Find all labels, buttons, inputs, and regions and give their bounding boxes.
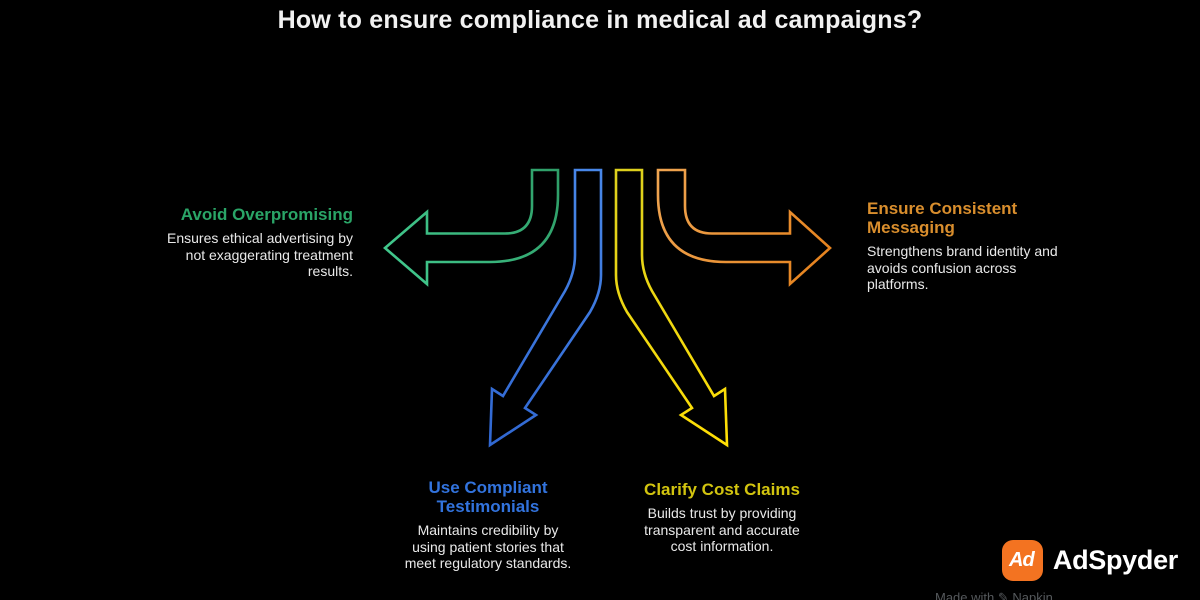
- arrow-left-green: [383, 168, 560, 287]
- arrow-down-right-yellow: [614, 168, 729, 448]
- page-title: How to ensure compliance in medical ad c…: [277, 6, 923, 34]
- arrow-right-orange: [656, 168, 832, 287]
- adspyder-icon-letters: Ad: [1009, 549, 1035, 571]
- item-ensure-consistent-messaging: Ensure Consistent Messaging Strengthens …: [867, 199, 1082, 293]
- item-clarify-cost-claims: Clarify Cost Claims Builds trust by prov…: [622, 480, 822, 555]
- item-heading: Clarify Cost Claims: [644, 480, 800, 499]
- adspyder-icon: Ad: [1001, 540, 1043, 581]
- item-body: Maintains credibility by using patient s…: [404, 522, 572, 571]
- item-body: Ensures ethical advertising by not exagg…: [167, 230, 353, 279]
- item-body: Builds trust by providing transparent an…: [644, 505, 800, 554]
- adspyder-wordmark: AdSpyder: [1052, 545, 1178, 575]
- adspyder-logo: Ad AdSpyder: [1001, 540, 1178, 581]
- item-body: Strengthens brand identity and avoids co…: [867, 243, 1058, 292]
- napkin-watermark: Made with ✎ Napkin: [935, 590, 1053, 600]
- item-use-compliant-testimonials: Use Compliant Testimonials Maintains cre…: [388, 478, 588, 572]
- item-heading: Use Compliant Testimonials: [428, 478, 548, 516]
- item-heading: Avoid Overpromising: [180, 205, 353, 224]
- item-avoid-overpromising: Avoid Overpromising Ensures ethical adve…: [138, 205, 353, 280]
- item-heading: Ensure Consistent Messaging: [867, 199, 1018, 237]
- arrow-down-left-blue: [488, 168, 603, 448]
